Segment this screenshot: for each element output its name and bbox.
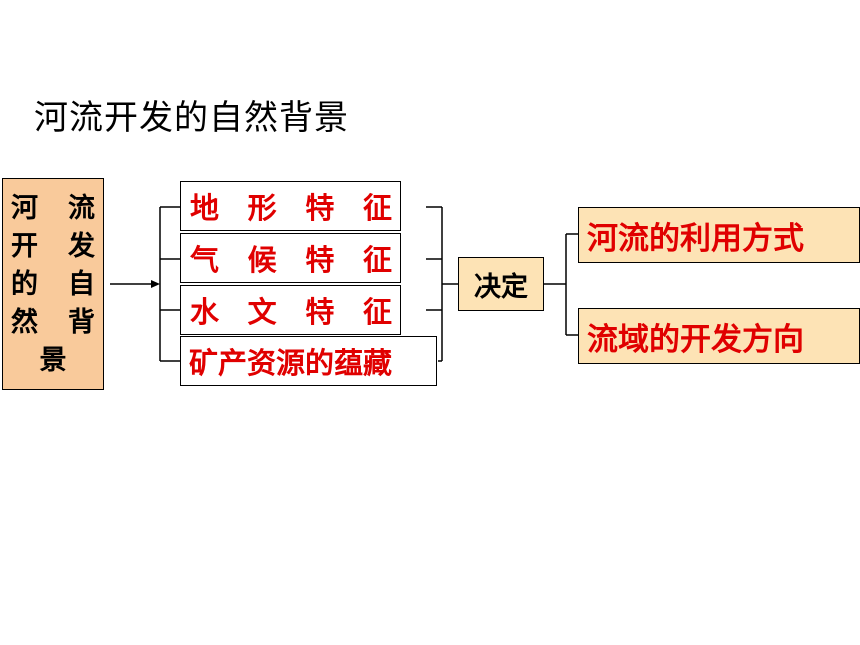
feature-box-terrain: 地 形 特 征 [180,181,401,231]
left-row-3: 的 自 [11,269,95,300]
result-box-development: 流域的开发方向 [578,308,860,364]
feature-box-climate: 气 候 特 征 [180,233,401,283]
feature-box-minerals: 矿产资源的蕴藏 [180,336,437,386]
page-title: 河流开发的自然背景 [34,98,349,138]
left-row-2: 开 发 [11,231,95,262]
decide-box: 决定 [458,257,544,311]
left-row-5: 景 [39,345,67,376]
result-box-utilization: 河流的利用方式 [578,207,860,263]
natural-background-box: 河 流 开 发 的 自 然 背 景 [2,178,104,390]
feature-box-hydrology: 水 文 特 征 [180,285,401,335]
left-row-4: 然 背 [11,307,95,338]
arrow-head [151,280,160,288]
left-row-1: 河 流 [11,193,95,224]
